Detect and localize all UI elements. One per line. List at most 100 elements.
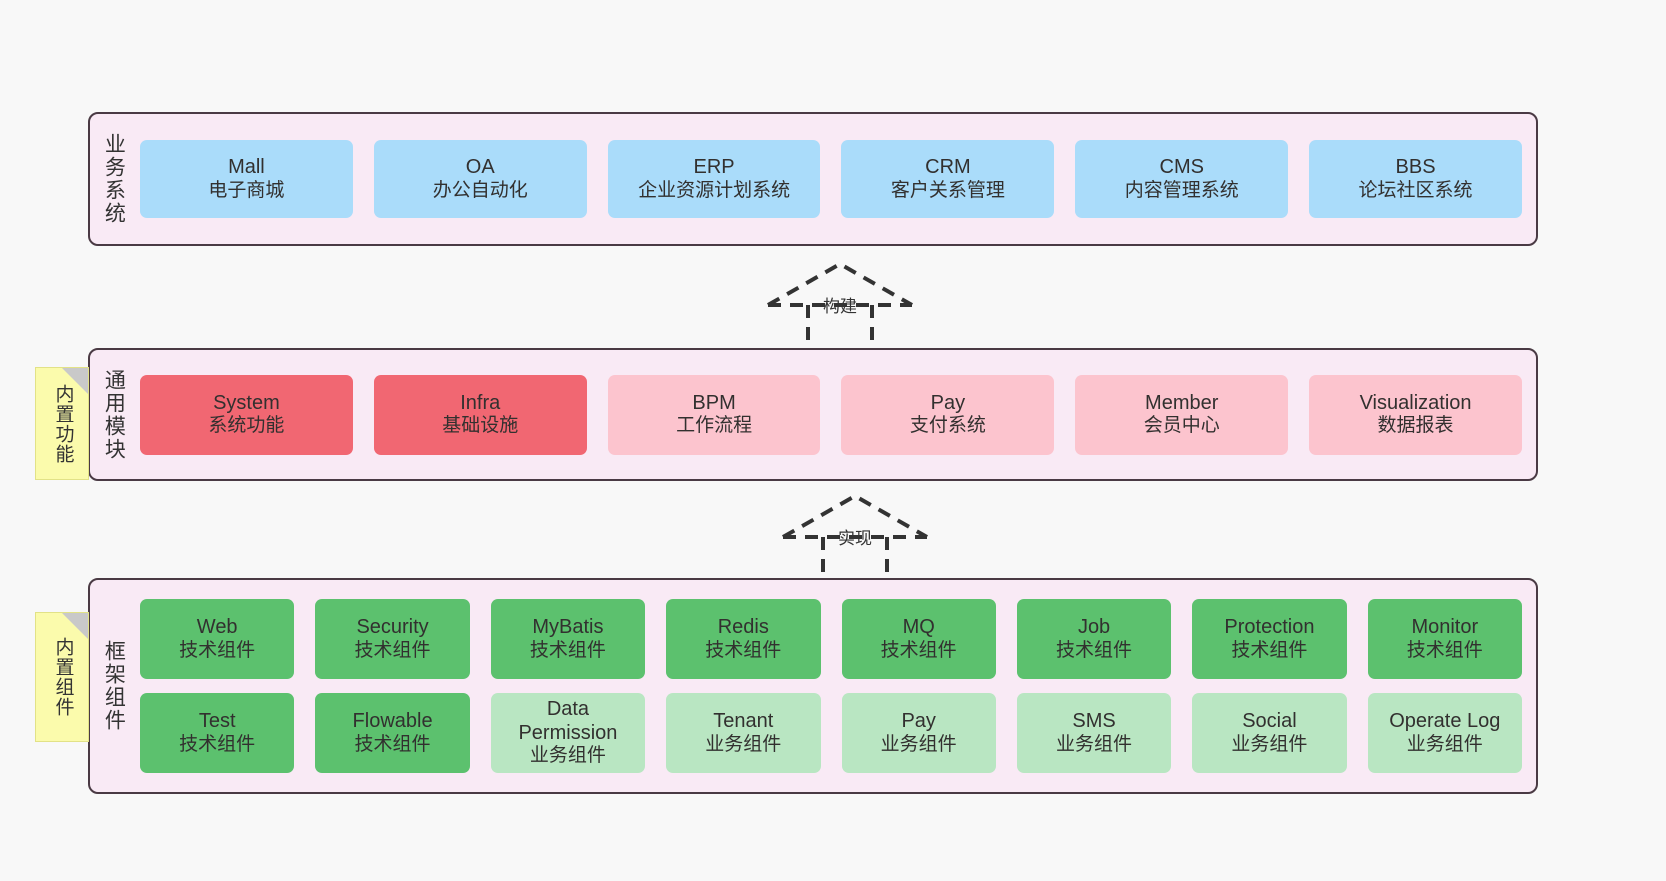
box-title: Mall <box>228 156 265 178</box>
box-title: Operate Log <box>1389 710 1501 732</box>
box-title: CMS <box>1159 156 1204 178</box>
system-box-cms[interactable]: CMS 内容管理系统 <box>1075 140 1289 218</box>
box-title: ERP <box>693 156 735 178</box>
box-title: BPM <box>692 391 736 414</box>
box-subtitle: 企业资源计划系统 <box>638 179 791 201</box>
system-box-mall[interactable]: Mall 电子商城 <box>140 140 353 218</box>
component-box-web[interactable]: Web 技术组件 <box>140 599 295 679</box>
module-box-member[interactable]: Member 会员中心 <box>1075 374 1289 455</box>
box-title: BBS <box>1395 156 1436 178</box>
box-subtitle: 技术组件 <box>1056 639 1133 661</box>
box-subtitle: 技术组件 <box>880 639 957 661</box>
box-subtitle: 数据报表 <box>1377 415 1454 437</box>
connector-implement: 实现 <box>775 490 935 590</box>
box-subtitle: 论坛社区系统 <box>1358 179 1473 201</box>
component-box-redis[interactable]: Redis 技术组件 <box>666 599 821 679</box>
layer-label-business-systems: 业务系统 <box>102 133 126 225</box>
module-box-system[interactable]: System 系统功能 <box>140 374 353 455</box>
component-box-test[interactable]: Test 技术组件 <box>140 693 295 773</box>
box-subtitle: 办公自动化 <box>432 179 528 201</box>
box-title: Redis <box>717 616 769 638</box>
note-text: 内置功能 <box>52 383 74 464</box>
box-title: MQ <box>902 616 935 638</box>
system-box-crm[interactable]: CRM 客户关系管理 <box>841 140 1055 218</box>
box-title: Security <box>356 616 429 638</box>
box-title: Test <box>198 710 236 732</box>
note-text: 内置组件 <box>52 637 74 717</box>
module-box-infra[interactable]: Infra 基础设施 <box>373 374 587 455</box>
layer-common-modules: 通用模块 System 系统功能 Infra 基础设施 BPM 工作流程 Pay… <box>88 348 1538 481</box>
box-subtitle: 工作流程 <box>676 415 753 437</box>
component-box-monitor[interactable]: Monitor 技术组件 <box>1367 599 1522 679</box>
layer-business-systems: 业务系统 Mall 电子商城 OA 办公自动化 ERP 企业资源计划系统 CRM… <box>88 112 1538 246</box>
box-title: Social <box>1242 710 1297 732</box>
box-title: Tenant <box>713 710 774 732</box>
box-subtitle: 业务组件 <box>705 733 782 755</box>
box-title: OA <box>465 156 495 178</box>
note-builtin-components: 内置组件 <box>35 612 89 742</box>
component-box-operate-log[interactable]: Operate Log 业务组件 <box>1367 693 1522 773</box>
layer-body-common-modules: System 系统功能 Infra 基础设施 BPM 工作流程 Pay 支付系统… <box>136 350 1536 479</box>
component-box-flowable[interactable]: Flowable 技术组件 <box>315 693 470 773</box>
box-subtitle: 技术组件 <box>179 639 256 661</box>
box-title: Pay <box>930 391 966 414</box>
box-subtitle: 技术组件 <box>705 639 782 661</box>
box-subtitle: 业务组件 <box>529 745 606 767</box>
connector-label-implement: 实现 <box>838 529 872 548</box>
box-subtitle: 客户关系管理 <box>890 179 1005 201</box>
layer-framework-components: 框架组件 Web 技术组件 Security 技术组件 MyBatis 技术组件… <box>88 578 1538 794</box>
component-box-job[interactable]: Job 技术组件 <box>1016 599 1172 679</box>
box-title: Job <box>1077 616 1111 638</box>
component-box-protection[interactable]: Protection 技术组件 <box>1192 599 1347 679</box>
system-box-bbs[interactable]: BBS 论坛社区系统 <box>1309 140 1522 218</box>
box-title: MyBatis <box>532 616 604 638</box>
box-title: Member <box>1145 391 1219 414</box>
component-box-mybatis[interactable]: MyBatis 技术组件 <box>490 599 646 679</box>
module-box-pay[interactable]: Pay 支付系统 <box>841 374 1055 455</box>
component-box-tenant[interactable]: Tenant 业务组件 <box>666 693 821 773</box>
box-title: Infra <box>460 391 501 414</box>
component-box-sms[interactable]: SMS 业务组件 <box>1016 693 1172 773</box>
note-builtin-features: 内置功能 <box>35 367 89 480</box>
box-title: Monitor <box>1411 616 1479 638</box>
box-title: Visualization <box>1359 391 1472 414</box>
box-title: Protection <box>1224 616 1315 638</box>
box-title: CRM <box>925 156 971 178</box>
component-box-social[interactable]: Social 业务组件 <box>1192 693 1347 773</box>
connector-build: 构建 <box>760 258 920 358</box>
box-title: Pay <box>901 710 936 732</box>
box-subtitle: 内容管理系统 <box>1124 179 1239 201</box>
system-box-erp[interactable]: ERP 企业资源计划系统 <box>607 140 821 218</box>
component-box-mq[interactable]: MQ 技术组件 <box>841 599 996 679</box>
box-subtitle: 系统功能 <box>208 415 285 437</box>
box-row: Test 技术组件 Flowable 技术组件 Data Permission … <box>140 693 1522 773</box>
box-title: Flowable <box>352 710 433 732</box>
box-subtitle: 技术组件 <box>1406 639 1483 661</box>
box-title: System <box>213 391 280 414</box>
box-subtitle: 技术组件 <box>529 639 606 661</box>
box-row: System 系统功能 Infra 基础设施 BPM 工作流程 Pay 支付系统… <box>140 374 1522 455</box>
box-subtitle: 业务组件 <box>1231 733 1308 755</box>
box-subtitle: 业务组件 <box>1056 733 1133 755</box>
layer-body-business-systems: Mall 电子商城 OA 办公自动化 ERP 企业资源计划系统 CRM 客户关系… <box>136 114 1536 244</box>
component-box-security[interactable]: Security 技术组件 <box>315 599 470 679</box>
layer-label-framework-components: 框架组件 <box>102 640 126 732</box>
box-subtitle: 电子商城 <box>208 179 285 201</box>
box-subtitle: 技术组件 <box>354 639 431 661</box>
component-box-pay[interactable]: Pay 业务组件 <box>841 693 996 773</box>
box-subtitle: 业务组件 <box>880 733 957 755</box>
box-title: SMS <box>1072 710 1116 732</box>
module-box-visualization[interactable]: Visualization 数据报表 <box>1309 374 1522 455</box>
component-box-data-permission[interactable]: Data Permission 业务组件 <box>490 693 646 773</box>
connector-label-build: 构建 <box>823 297 857 316</box>
box-subtitle: 基础设施 <box>442 415 519 437</box>
box-title: Data Permission <box>518 698 618 744</box>
system-box-oa[interactable]: OA 办公自动化 <box>373 140 587 218</box>
box-subtitle: 技术组件 <box>179 733 256 755</box>
box-row: Mall 电子商城 OA 办公自动化 ERP 企业资源计划系统 CRM 客户关系… <box>140 140 1522 218</box>
module-box-bpm[interactable]: BPM 工作流程 <box>607 374 821 455</box>
layer-body-framework-components: Web 技术组件 Security 技术组件 MyBatis 技术组件 Redi… <box>136 580 1536 792</box>
box-title: Web <box>196 616 238 638</box>
layer-label-common-modules: 通用模块 <box>102 368 126 461</box>
